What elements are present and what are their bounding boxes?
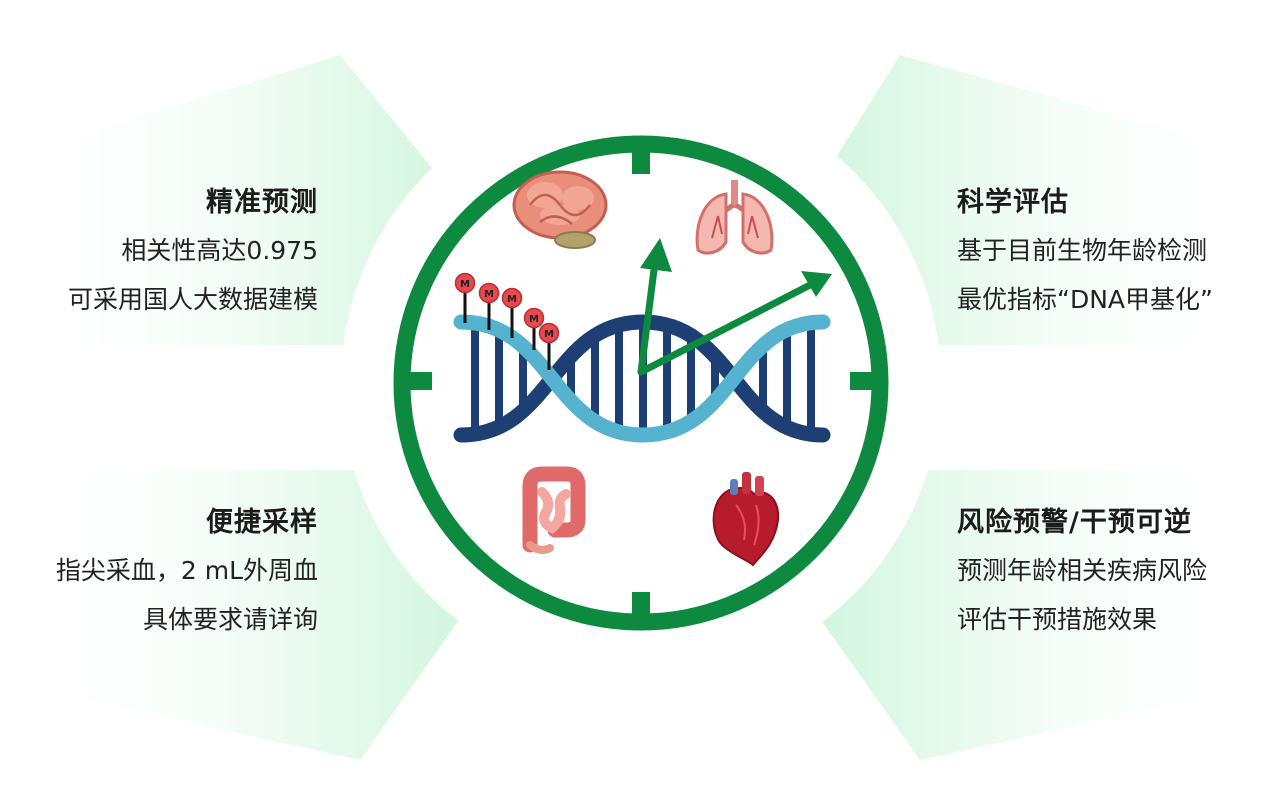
lungs-icon (695, 180, 774, 255)
glow-top-right (800, 55, 1280, 345)
methyl-label: M (544, 329, 554, 340)
methyl-ball (538, 322, 560, 344)
feature-risk-warning: 风险预警/干预可逆 预测年龄相关疾病风险 评估干预措施效果 (957, 500, 1280, 653)
glow-top-left (0, 55, 470, 345)
dna-rung (567, 359, 575, 398)
clock-tick-top (632, 138, 650, 174)
dna-rung (807, 323, 815, 434)
dna-rung (519, 351, 527, 406)
methyl-ball (454, 272, 476, 294)
feature-line-2: 最优指标“DNA甲基化” (957, 285, 1213, 314)
methyl-ball (523, 307, 545, 329)
clock-tick-right (850, 372, 886, 390)
glow-bottom-left (0, 470, 480, 760)
dna-strand-dark (453, 314, 831, 443)
clock-tick-bottom (632, 592, 650, 628)
heart-icon (712, 472, 780, 567)
feature-line-1: 指尖采血，2 mL外周血 (55, 556, 318, 585)
feature-line-1: 基于目前生物年龄检测 (957, 236, 1208, 265)
dna-rung (711, 361, 719, 396)
feature-convenient-sampling: 便捷采样 指尖采血，2 mL外周血 具体要求请详询 (0, 500, 318, 653)
dna-rung (783, 332, 791, 425)
dna-rung (687, 341, 695, 416)
methyl-label: M (529, 314, 539, 325)
feature-title: 科学评估 (957, 187, 1069, 218)
dna-helix (453, 314, 831, 443)
feature-line-2: 可采用国人大数据建模 (67, 285, 318, 314)
dna-rung (471, 323, 479, 434)
feature-line-2: 具体要求请详询 (142, 605, 318, 634)
dna-rung (615, 326, 623, 431)
feature-precise-prediction: 精准预测 相关性高达0.975 可采用国人大数据建模 (0, 180, 318, 333)
clock-tick-left (396, 372, 432, 390)
methyl-ball (478, 282, 500, 304)
methyl-ball (501, 287, 523, 309)
feature-title: 风险预警/干预可逆 (957, 507, 1192, 538)
clock-hands-arrows (637, 238, 832, 376)
dna-rung (639, 322, 647, 435)
feature-line-1: 预测年龄相关疾病风险 (957, 556, 1208, 585)
methyl-label: M (460, 279, 470, 290)
feature-title: 便捷采样 (206, 507, 318, 538)
dna-strand-light (453, 314, 831, 443)
glow-bottom-right (800, 470, 1280, 760)
dna-rung (663, 327, 671, 430)
arrow-right-head (801, 271, 832, 297)
feature-scientific-assessment: 科学评估 基于目前生物年龄检测 最优指标“DNA甲基化” (957, 180, 1280, 333)
feature-title: 精准预测 (206, 187, 318, 218)
feature-line-1: 相关性高达0.975 (121, 236, 318, 265)
brain-icon (512, 170, 608, 249)
dna-rung (591, 339, 599, 418)
intestine-icon (522, 466, 586, 554)
dna-rung (759, 349, 767, 408)
methyl-label: M (484, 289, 494, 300)
dna-rung (495, 333, 503, 424)
arrow-up-head (640, 238, 672, 272)
feature-line-2: 评估干预措施效果 (957, 605, 1158, 634)
methyl-label: M (507, 294, 517, 305)
